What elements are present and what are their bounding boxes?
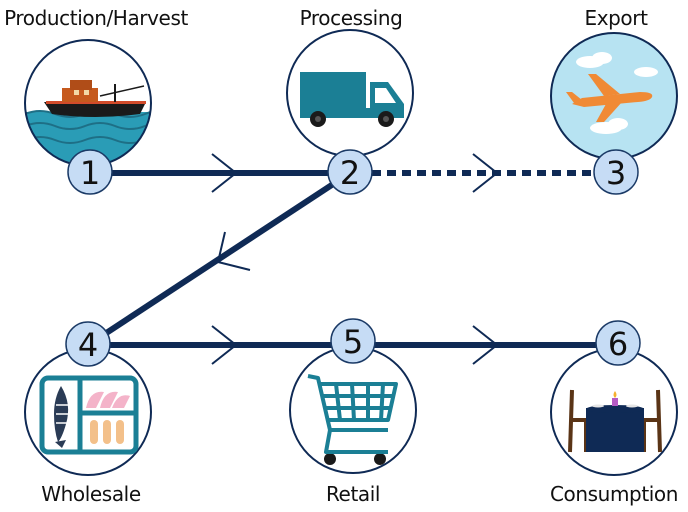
- dining-table-icon: [568, 389, 662, 453]
- stage-6-icon-circle: [550, 348, 678, 476]
- badge-2-number: 2: [340, 154, 360, 192]
- badge-4-number: 4: [78, 326, 98, 364]
- delivery-truck-icon: [300, 72, 404, 127]
- seafood-tray-icon: [39, 375, 139, 455]
- badge-4: 4: [65, 321, 111, 367]
- stage-2-label: Processing: [299, 6, 403, 30]
- connector-2-4: [86, 170, 352, 348]
- airplane-icon: [566, 52, 658, 134]
- badge-5-number: 5: [343, 323, 363, 361]
- badge-1-number: 1: [80, 154, 100, 192]
- stage-3-icon-circle: [550, 32, 678, 160]
- stage-2-icon-circle: [286, 29, 414, 157]
- badge-2: 2: [327, 149, 373, 195]
- stage-6-label: Consumption: [549, 482, 679, 506]
- badge-3-number: 3: [606, 154, 626, 192]
- connector-2-3: [372, 153, 600, 193]
- connector-5-6: [353, 325, 618, 365]
- badge-6-number: 6: [608, 325, 628, 363]
- stage-4-label: Wholesale: [41, 482, 141, 506]
- badge-6: 6: [595, 320, 641, 366]
- connector-1-2: [90, 153, 350, 193]
- stage-3-label: Export: [584, 6, 648, 30]
- badge-3: 3: [593, 149, 639, 195]
- stage-5-icon-circle: [289, 346, 417, 474]
- badge-5: 5: [330, 318, 376, 364]
- shopping-cart-icon: [307, 374, 398, 465]
- badge-1: 1: [67, 149, 113, 195]
- stage-5-label: Retail: [325, 482, 381, 506]
- stage-1-label: Production/Harvest: [4, 6, 188, 30]
- stage-4-icon-circle: [24, 348, 152, 476]
- connector-4-5: [88, 325, 353, 365]
